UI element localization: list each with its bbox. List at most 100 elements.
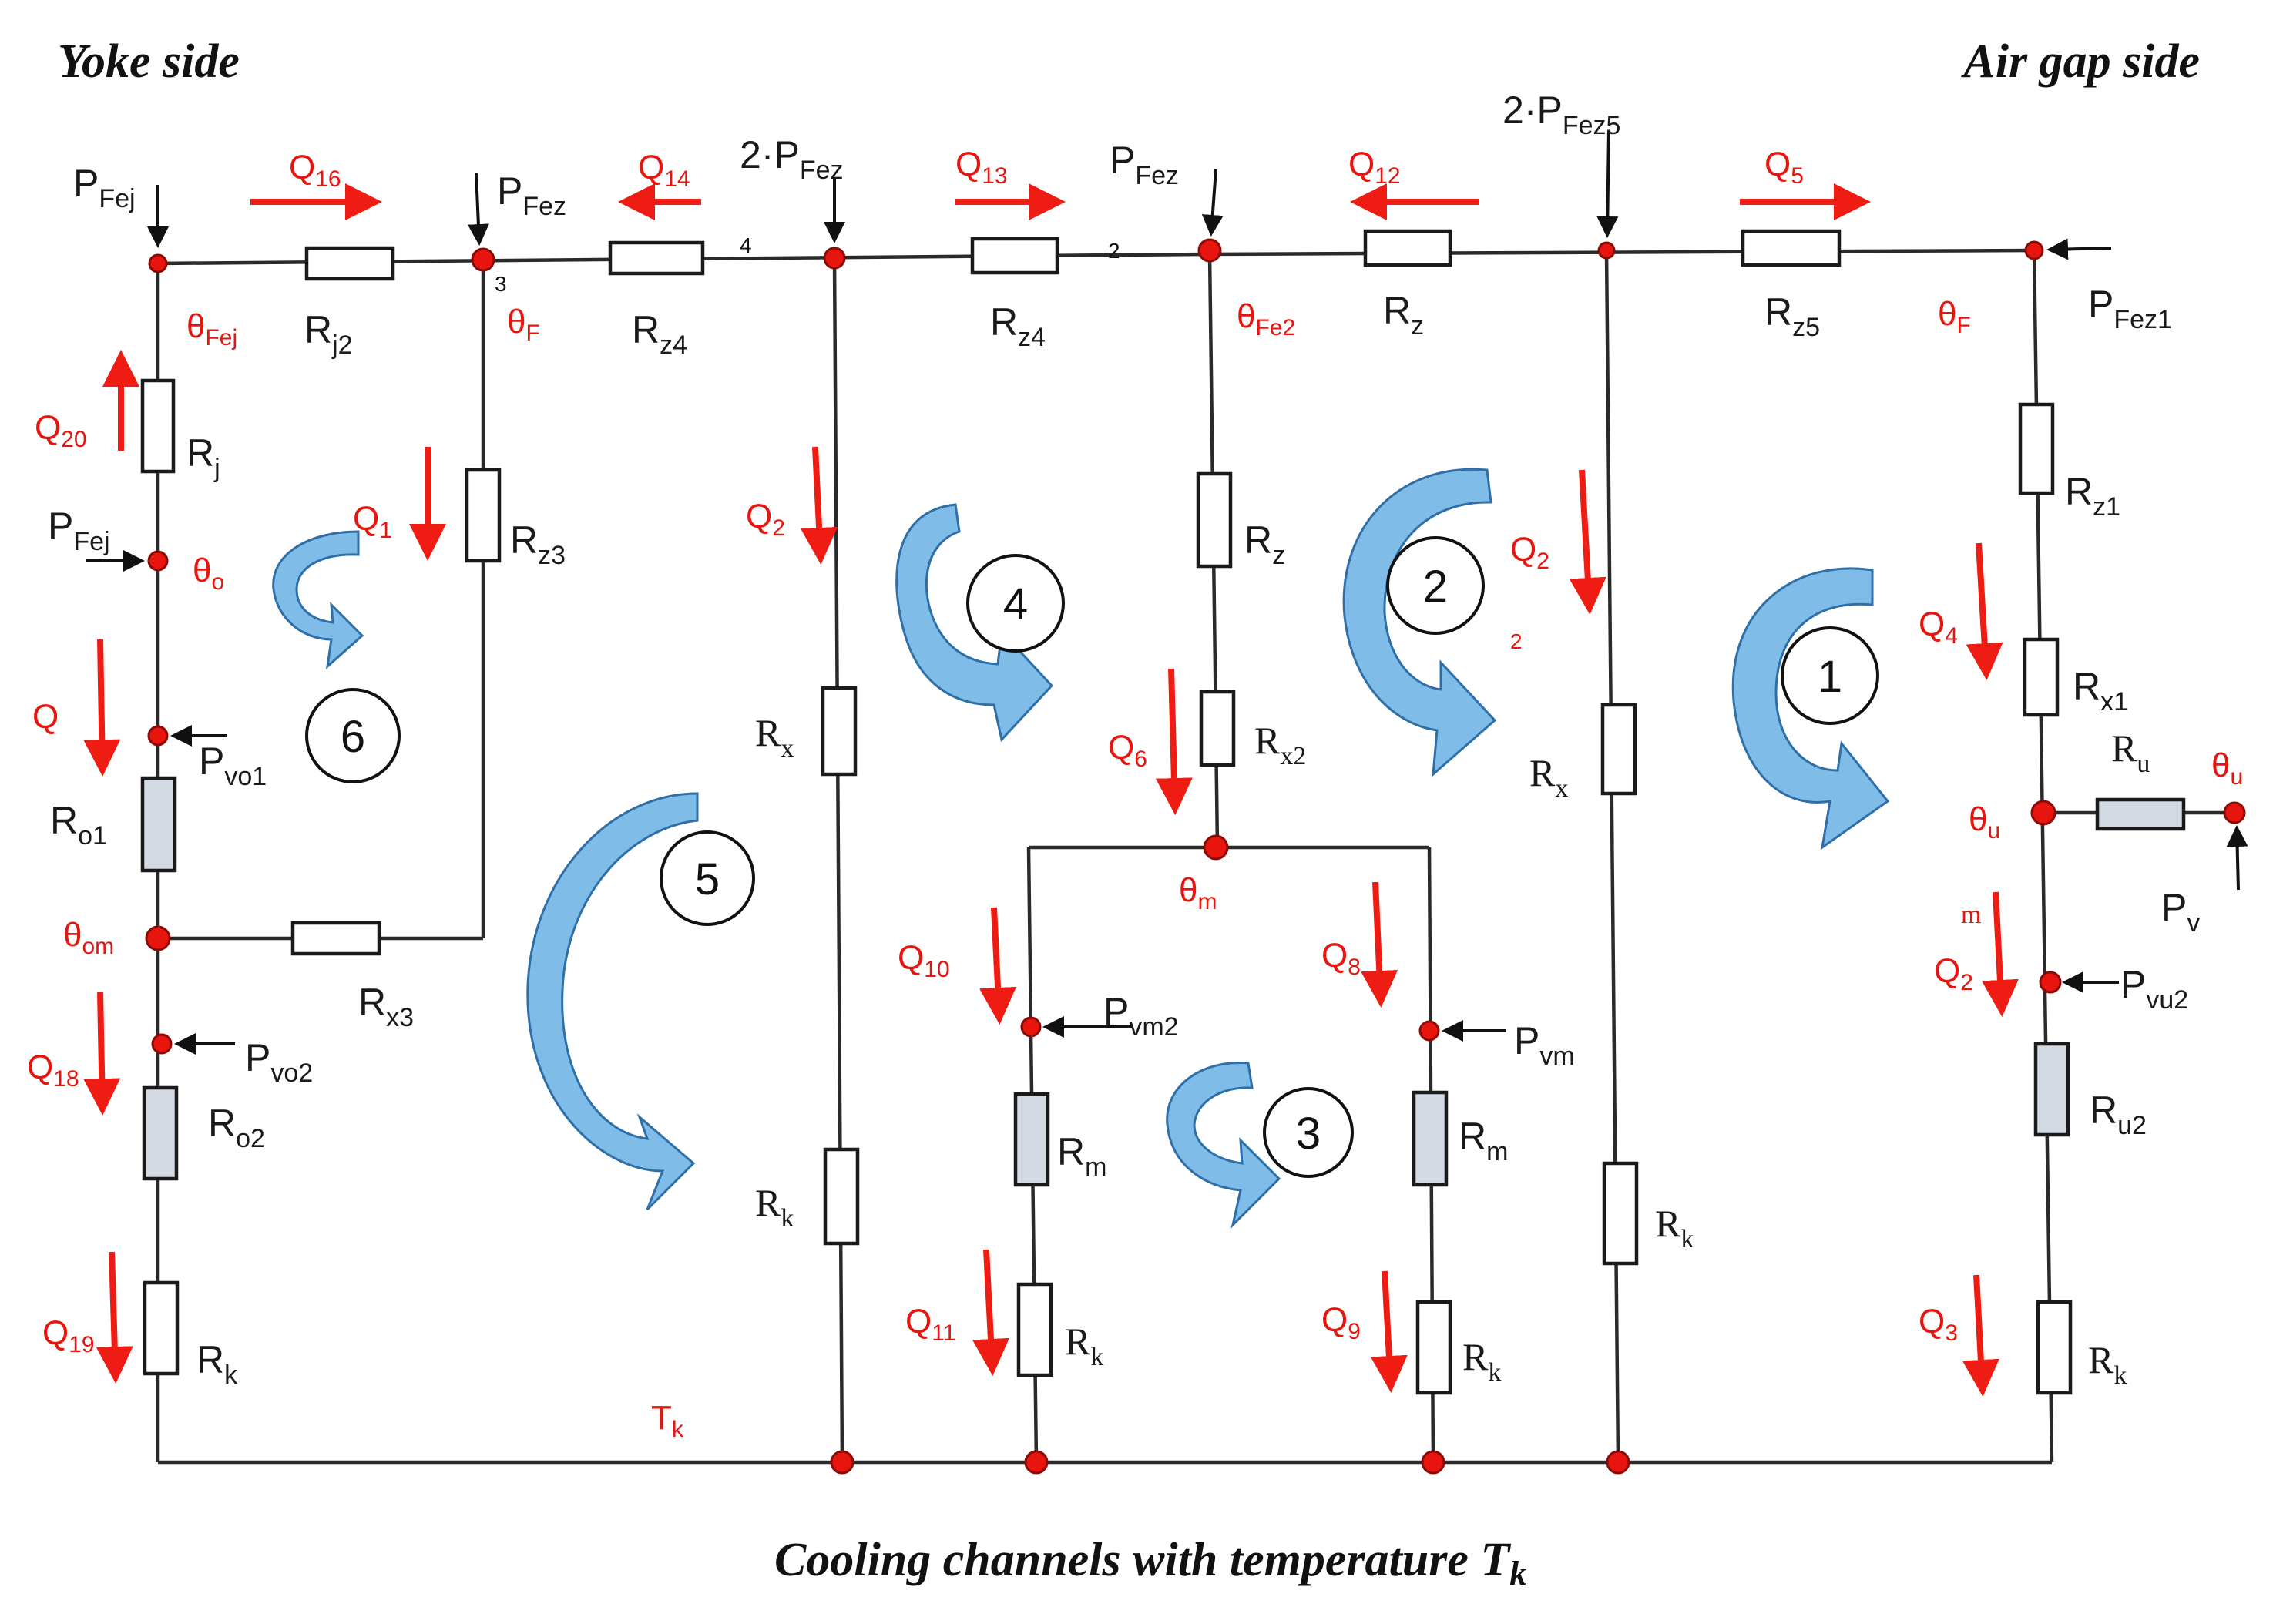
label-rx-b: Rx [1529,751,1568,803]
stray-mark-m: m [1961,901,1981,929]
label-p-v: Pv [2161,886,2200,938]
resistor-rk-e [1602,1161,1639,1266]
label-theta-f-right: θF [1938,295,1971,338]
loop-labels: 1 2 3 4 5 6 [305,536,1879,1178]
node-number-2: 2 [1108,239,1120,263]
label-q2-a: Q2 [746,498,785,541]
label-q8: Q8 [1321,937,1361,980]
resistor-rz1 [2018,402,2055,495]
resistors [140,229,2186,1395]
heading-air-gap-side: Air gap side [1960,35,2200,88]
resistor-rx2 [1199,690,1236,767]
label-rz-mid: Rz [1244,518,1285,570]
label-q16: Q16 [289,149,341,192]
resistor-rk-a [143,1280,180,1376]
resistor-rz5 [1741,229,1842,267]
node-numbers: 3 4 2 2 m [495,233,1981,929]
label-p-fej-top: PFej [73,162,136,213]
loop-number-6: 6 [341,712,365,762]
label-q12: Q12 [1348,146,1401,189]
heading-yoke-side: Yoke side [58,35,240,88]
node [1024,1450,1049,1475]
stray-mark-2: 2 [1510,629,1523,653]
label-theta-m: θm [1179,871,1217,914]
label-theta-fej: θFej [186,307,237,351]
label-rk-c: Rk [1065,1320,1103,1371]
label-q2-b: Q2 [1510,531,1549,574]
resistor-rk-b [823,1147,860,1246]
label-p-vo2: Pvo2 [245,1036,313,1088]
resistor-ru [2095,797,2186,831]
label-theta-f-left: θF [507,303,540,346]
heat-flow-labels: Q16 Q14 Q13 Q12 Q5 Q20 Q1 Q Q18 Q19 Q2 Q… [27,146,1973,1357]
node [2223,801,2246,824]
label-rx2: Rx2 [1254,719,1306,770]
resistor-rx-b [1600,703,1637,796]
label-p-fez-3: PFez [497,169,566,221]
resistor-rz4-b [970,237,1059,275]
node [147,725,169,747]
node [1197,238,1222,263]
loop-arrow-5 [526,792,699,1211]
bottom-caption: Cooling channels with temperature Tk [774,1534,1526,1592]
label-rk-f: Rk [2088,1338,2127,1390]
label-rx-a: Rx [755,711,794,763]
loop-number-5: 5 [695,854,720,904]
resistor-rm-b [1412,1090,1449,1187]
resistor-rx3 [290,921,381,956]
resistor-rm-a [1013,1092,1050,1187]
power-labels: PFej PFez 2·PFez PFez 2·PFez5 PFez1 PFej… [48,89,2200,1088]
label-rm-a: Rm [1057,1130,1106,1182]
node [1418,1020,1440,1042]
label-rz4-b: Rz4 [990,300,1046,352]
label-ru2: Ru2 [2090,1089,2147,1140]
label-rz3: Rz3 [510,518,566,570]
loop-arrow-2 [1342,468,1497,777]
label-theta-o: θo [193,552,224,595]
label-p-fez-2: PFez [1110,139,1179,190]
node [1606,1450,1630,1475]
label-q5: Q5 [1764,146,1804,189]
label-theta-u-mid: θu [1969,800,2000,844]
power-arrows [86,130,2248,1055]
label-p-fej-mid: PFej [48,505,110,556]
loop-arrow-6 [272,530,364,669]
loop-number-1: 1 [1818,652,1842,702]
heat-flow-arrows [83,183,2019,1397]
resistor-ro1 [140,776,177,873]
label-ro1: Ro1 [50,799,107,851]
label-p-vo1: Pvo1 [199,740,267,791]
label-rz1: Rz1 [2065,470,2120,522]
node [1020,1016,1042,1038]
label-rx1: Rx1 [2073,665,2128,716]
label-q4: Q4 [1919,606,1958,649]
nodes [145,238,2246,1475]
label-p-fez1: PFez1 [2088,283,2172,334]
label-rj: Rj [186,431,220,483]
temperature-labels: θFej θF θFe2 θF θo θom θm θu θu Tk [63,295,2243,1442]
resistor-rj [140,378,176,474]
label-2p-fez-4: 2·PFez [740,133,844,185]
label-theta-om: θom [63,916,114,959]
label-ru: Ru [2111,726,2150,778]
label-q: Q [32,698,59,736]
node [471,247,495,272]
label-rz4-a: Rz4 [632,308,687,360]
label-q14: Q14 [638,149,690,192]
loop-arrow-4 [895,503,1054,743]
resistor-rk-d [1415,1300,1452,1395]
resistor-rj2 [304,246,395,281]
label-theta-u-end: θu [2211,747,2243,790]
resistor-rx-a [821,686,858,777]
circuit-wires [156,248,2234,1465]
loop-number-3: 3 [1296,1109,1321,1159]
node [147,550,169,572]
label-p-vm2: Pvm2 [1103,990,1179,1042]
node-number-3: 3 [495,272,507,296]
label-q9: Q9 [1321,1301,1361,1344]
label-rk-b: Rk [755,1181,794,1233]
label-q1: Q1 [353,500,392,543]
resistor-rz3 [465,468,502,563]
label-p-vu2: Pvu2 [2120,963,2188,1015]
loop-arrows [272,468,1890,1229]
